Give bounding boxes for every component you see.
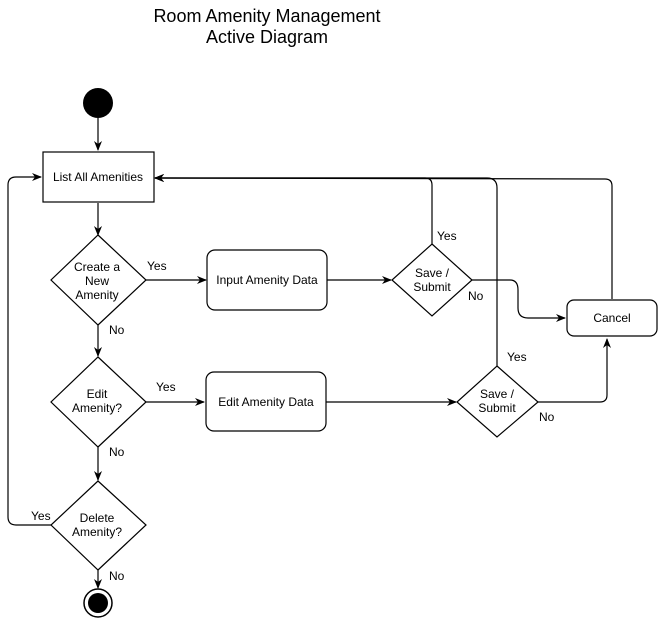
node-input-amenity-data	[206, 249, 328, 311]
edge-save1-no	[472, 279, 566, 322]
node-input-amenity-data-label: Input Amenity Data	[216, 273, 318, 287]
decision-create-label-2: New	[85, 274, 109, 288]
decision-create-amenity	[50, 234, 147, 326]
decision-create-label-3: Amenity	[75, 288, 118, 302]
edge-cancel-to-list	[154, 174, 613, 299]
node-list-all-amenities	[42, 151, 155, 203]
start-node	[83, 88, 113, 118]
edge-save2-yes	[154, 174, 498, 366]
decision-delete-label-2: Amenity?	[72, 525, 122, 539]
decision-save2-label-2: Submit	[478, 401, 516, 415]
node-edit-amenity-data	[205, 371, 327, 432]
decision-edit-label-2: Amenity?	[72, 401, 122, 415]
label-edit-no: No	[109, 445, 125, 459]
node-cancel	[566, 299, 658, 337]
diagram-title-line2: Active Diagram	[206, 27, 328, 47]
decision-save-submit-2	[456, 365, 539, 438]
label-delete-yes: Yes	[31, 509, 51, 523]
decision-save1-label-1: Save /	[415, 266, 450, 280]
node-edit-amenity-data-label: Edit Amenity Data	[218, 395, 314, 409]
node-cancel-label: Cancel	[593, 311, 630, 325]
decision-save-submit-1	[391, 243, 473, 317]
diagram-title-line1: Room Amenity Management	[153, 6, 380, 26]
decision-create-label-1: Create a	[74, 260, 120, 274]
label-save2-yes: Yes	[507, 350, 527, 364]
decision-edit-label-1: Edit	[87, 387, 108, 401]
label-save1-yes: Yes	[437, 229, 457, 243]
decision-edit-amenity	[50, 356, 147, 448]
label-delete-no: No	[109, 569, 125, 583]
end-node	[88, 593, 108, 613]
label-save2-no: No	[539, 410, 555, 424]
decision-save2-label-1: Save /	[480, 387, 515, 401]
label-edit-yes: Yes	[156, 380, 176, 394]
edge-save1-yes	[154, 174, 433, 244]
decision-delete-label-1: Delete	[80, 511, 115, 525]
edge-save2-no	[538, 338, 611, 403]
edges	[7, 118, 613, 589]
decision-delete-amenity	[50, 480, 147, 571]
label-save1-no: No	[468, 289, 484, 303]
node-list-all-amenities-label: List All Amenities	[53, 170, 143, 184]
decision-save1-label-2: Submit	[413, 280, 451, 294]
label-create-no: No	[109, 323, 125, 337]
edge-delete-yes	[7, 173, 51, 526]
label-create-yes: Yes	[147, 259, 167, 273]
